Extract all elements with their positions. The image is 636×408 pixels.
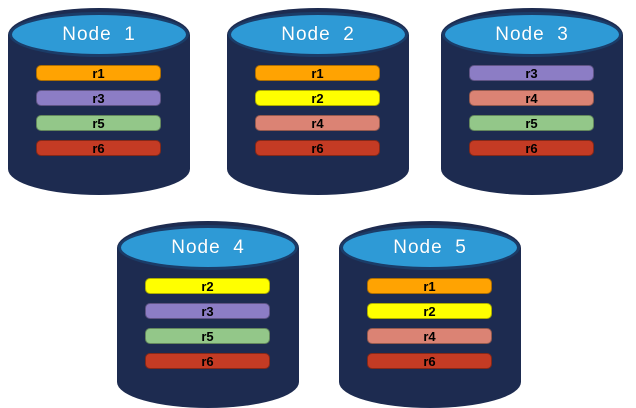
replica-bar: r4 (255, 115, 380, 131)
db-node: Node 1 r1 r3 r5 r6 (8, 8, 190, 195)
cylinder-top: Node 5 (340, 225, 520, 270)
replica-label: r1 (423, 278, 436, 294)
replica-bar: r1 (367, 278, 492, 294)
replica-label: r3 (525, 65, 538, 81)
cylinder-top: Node 2 (228, 12, 408, 57)
cylinder-top: Node 1 (9, 12, 189, 57)
replica-label: r4 (525, 90, 538, 106)
replica-label: r6 (201, 353, 214, 369)
replica-list: r1 r2 r4 r6 (255, 65, 380, 156)
replica-label: r6 (92, 140, 105, 156)
replica-bar: r1 (255, 65, 380, 81)
replica-label: r2 (201, 278, 214, 294)
replica-label: r6 (525, 140, 538, 156)
replica-bar: r4 (469, 90, 594, 106)
replica-bar: r1 (36, 65, 161, 81)
replica-label: r3 (92, 90, 105, 106)
replica-label: r5 (201, 328, 214, 344)
replica-bar: r5 (36, 115, 161, 131)
replica-label: r5 (92, 115, 105, 131)
node-title: Node 5 (393, 236, 467, 258)
node-title: Node 3 (495, 23, 569, 45)
replica-bar: r3 (36, 90, 161, 106)
db-node: Node 4 r2 r3 r5 r6 (117, 221, 299, 408)
replica-list: r1 r3 r5 r6 (36, 65, 161, 156)
replica-bar: r3 (469, 65, 594, 81)
cylinder-top: Node 4 (118, 225, 298, 270)
replica-bar: r3 (145, 303, 270, 319)
replica-label: r1 (92, 65, 105, 81)
replica-label: r1 (311, 65, 324, 81)
replica-bar: r6 (469, 140, 594, 156)
replica-list: r2 r3 r5 r6 (145, 278, 270, 369)
replica-bar: r5 (469, 115, 594, 131)
node-title: Node 1 (62, 23, 136, 45)
replica-bar: r2 (255, 90, 380, 106)
replica-label: r6 (311, 140, 324, 156)
replica-label: r6 (423, 353, 436, 369)
replica-bar: r2 (145, 278, 270, 294)
replica-list: r1 r2 r4 r6 (367, 278, 492, 369)
replica-label: r4 (423, 328, 436, 344)
replica-bar: r6 (36, 140, 161, 156)
replica-label: r3 (201, 303, 214, 319)
replica-bar: r4 (367, 328, 492, 344)
db-node: Node 3 r3 r4 r5 r6 (441, 8, 623, 195)
replica-label: r2 (311, 90, 324, 106)
replica-bar: r2 (367, 303, 492, 319)
replica-bar: r6 (367, 353, 492, 369)
replica-label: r5 (525, 115, 538, 131)
replica-label: r2 (423, 303, 436, 319)
node-title: Node 4 (171, 236, 245, 258)
replica-bar: r6 (145, 353, 270, 369)
replica-label: r4 (311, 115, 324, 131)
replica-list: r3 r4 r5 r6 (469, 65, 594, 156)
cylinder-top: Node 3 (442, 12, 622, 57)
replica-bar: r5 (145, 328, 270, 344)
db-node: Node 2 r1 r2 r4 r6 (227, 8, 409, 195)
replica-bar: r6 (255, 140, 380, 156)
node-title: Node 2 (281, 23, 355, 45)
db-node: Node 5 r1 r2 r4 r6 (339, 221, 521, 408)
